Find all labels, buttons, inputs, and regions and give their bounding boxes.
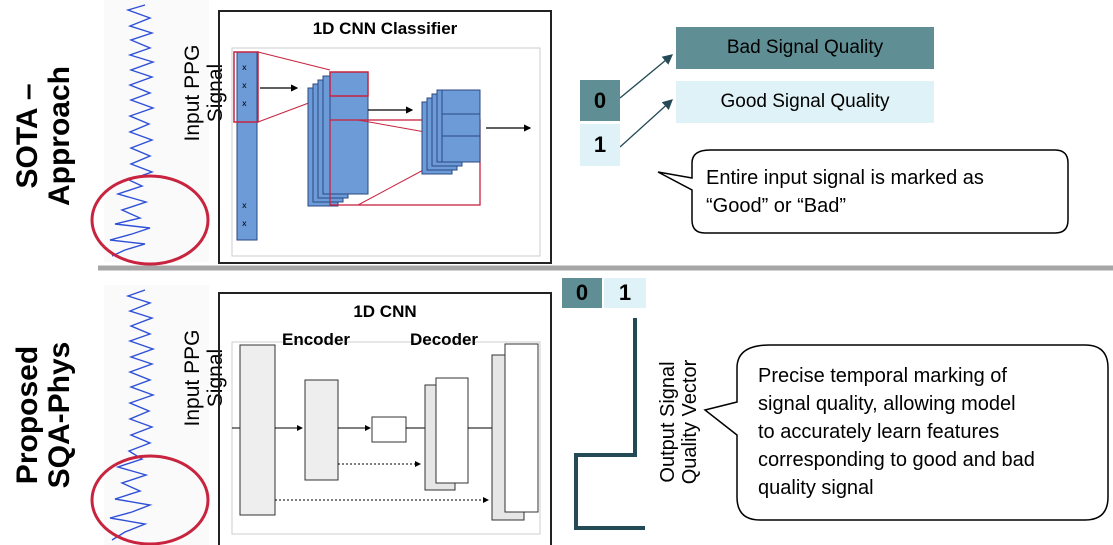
top-digit-one: 1 xyxy=(580,124,620,166)
bottom-side-label-line1: Proposed xyxy=(11,345,44,485)
bottom-ppg-highlight-circle xyxy=(90,454,210,545)
svg-text:x: x xyxy=(242,99,247,108)
encoder-block-1 xyxy=(239,344,276,516)
bottom-ppg-label-line1: Input PPG xyxy=(181,329,204,427)
bottom-digit-one: 1 xyxy=(604,278,646,308)
cnn-classifier-box: 1D CNN Classifier xyxy=(218,10,552,264)
encoder-decoder-box: 1D CNN Encoder Decoder xyxy=(218,292,552,545)
bottom-callout-line1: Precise temporal marking of xyxy=(758,365,1007,387)
svg-text:x: x xyxy=(242,63,247,72)
bottom-ppg-signal xyxy=(109,289,156,541)
cnn-classifier-title: 1D CNN Classifier xyxy=(312,19,458,38)
top-side-label: SOTA – Approach xyxy=(11,56,76,216)
good-signal-quality-label: Good Signal Quality xyxy=(676,81,934,123)
bottom-side-label: Proposed SQA-Phys xyxy=(11,335,76,495)
bottom-callout-text: Precise temporal marking of signal quali… xyxy=(758,362,1103,502)
output-label-line1: Output Signal xyxy=(657,361,679,483)
bottom-side-label-line2: SQA-Phys xyxy=(43,341,76,489)
bottom-callout-bubble xyxy=(703,344,1109,521)
cnn-classifier-figure: x x x x x xyxy=(231,47,541,257)
svg-text:x: x xyxy=(242,81,247,90)
top-ppg-strip xyxy=(104,0,209,262)
encoder-decoder-title: 1D CNN xyxy=(353,302,417,321)
bottom-ppg-strip xyxy=(104,285,209,545)
top-callout-bubble xyxy=(657,149,1069,234)
top-ppg-label-line1: Input PPG xyxy=(181,44,204,142)
top-callout-text: Entire input signal is marked as “Good” … xyxy=(706,164,1056,220)
output-quality-vector-line xyxy=(574,318,645,530)
bottleneck-block xyxy=(371,416,407,443)
bottom-callout-line3: to accurately learn features xyxy=(758,421,1000,443)
top-callout-line1: Entire input signal is marked as xyxy=(706,167,984,189)
decoder-label: Decoder xyxy=(410,330,479,349)
top-digit-zero: 0 xyxy=(580,80,620,121)
input-highlight-window xyxy=(233,51,259,123)
bad-signal-quality-label: Bad Signal Quality xyxy=(676,27,934,69)
arrow-zero-to-bad xyxy=(619,54,674,99)
decoder-block-2 xyxy=(504,343,539,513)
bottom-callout-line4: corresponding to good and bad xyxy=(758,449,1035,471)
bottom-callout-line5: quality signal xyxy=(758,477,874,499)
top-ppg-highlight-circle xyxy=(90,174,210,266)
top-ppg-signal xyxy=(109,4,156,257)
top-callout-line2: “Good” or “Bad” xyxy=(706,195,847,217)
svg-text:x: x xyxy=(242,201,247,210)
bottom-callout-line2: signal quality, allowing model xyxy=(758,393,1016,415)
encoder-decoder-figure xyxy=(231,341,541,535)
output-signal-quality-vector-label: Output Signal Quality Vector xyxy=(657,342,703,502)
svg-text:x: x xyxy=(242,219,247,228)
output-label-line2: Quality Vector xyxy=(679,359,701,485)
encoder-label: Encoder xyxy=(282,330,351,349)
arrow-one-to-good xyxy=(619,99,673,148)
bottom-digit-zero: 0 xyxy=(562,278,602,308)
top-side-label-line1: SOTA – xyxy=(11,83,44,189)
top-side-label-line2: Approach xyxy=(43,66,76,207)
encoder-block-2 xyxy=(304,379,339,481)
decoder-block-1 xyxy=(435,377,469,484)
